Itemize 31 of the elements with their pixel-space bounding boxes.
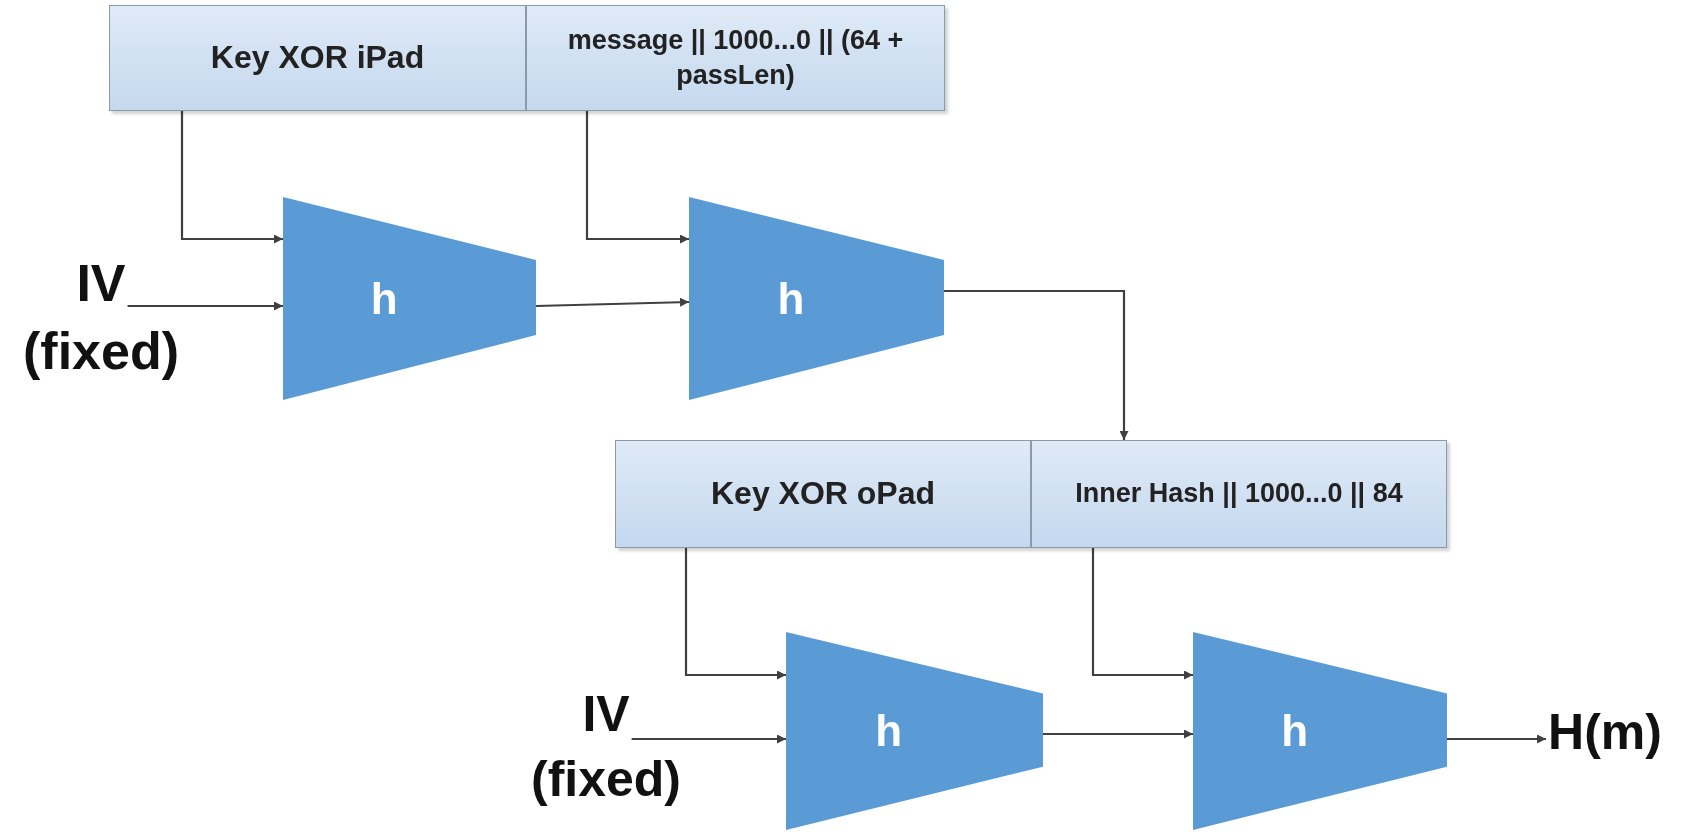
arrow: [535, 297, 690, 308]
arrow: [1043, 729, 1193, 739]
arrow: [1091, 548, 1193, 680]
compression-function-trapezoid: [786, 632, 1043, 830]
arrow: [944, 289, 1129, 440]
input-block: [109, 5, 526, 111]
function-label: h: [370, 273, 398, 324]
signal-label: (fixed): [531, 750, 681, 809]
block-label: Key XOR iPad: [210, 38, 425, 78]
input-block: [1031, 440, 1447, 548]
block-label: message || 1000...0 || (64 + passLen): [566, 23, 905, 92]
compression-function-trapezoid: [689, 197, 944, 400]
arrow: [585, 111, 689, 244]
arrow: [684, 548, 786, 680]
signal-label: (fixed): [23, 320, 179, 382]
function-label: h: [1281, 706, 1309, 756]
function-label: h: [875, 706, 903, 756]
block-label: Inner Hash || 1000...0 || 84: [1075, 477, 1403, 511]
arrow: [180, 111, 283, 244]
signal-label: IV: [76, 253, 126, 314]
input-block: [615, 440, 1031, 548]
compression-function-trapezoid: [283, 197, 536, 400]
arrow: [1447, 734, 1547, 744]
signal-label: IV: [582, 685, 630, 744]
signal-label: H(m): [1548, 703, 1662, 762]
block-label: Key XOR oPad: [710, 474, 936, 514]
input-block: [526, 5, 945, 111]
compression-function-trapezoid: [1193, 632, 1447, 830]
arrow: [631, 734, 786, 744]
arrow: [127, 301, 283, 311]
function-label: h: [777, 273, 805, 324]
